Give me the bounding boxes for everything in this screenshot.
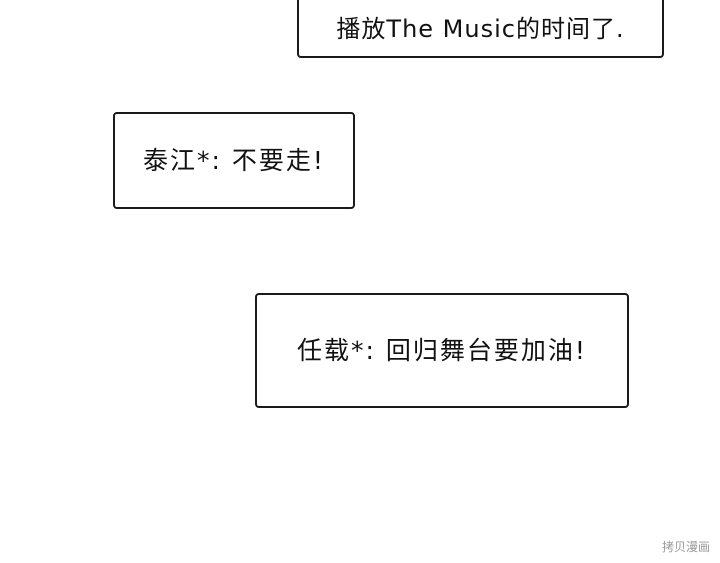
speech-bubble-taejiang: 泰江*: 不要走! — [113, 112, 355, 209]
bubble-text: 任载*: 回归舞台要加油! — [297, 336, 587, 365]
speech-bubble-renzai: 任载*: 回归舞台要加油! — [255, 293, 629, 408]
bubble-text: 播放The Music的时间了. — [336, 15, 625, 43]
bubble-text: 泰江*: 不要走! — [143, 146, 325, 175]
speech-bubble-music-time: 播放The Music的时间了. — [297, 0, 664, 58]
watermark: 拷贝漫画 — [661, 540, 710, 554]
